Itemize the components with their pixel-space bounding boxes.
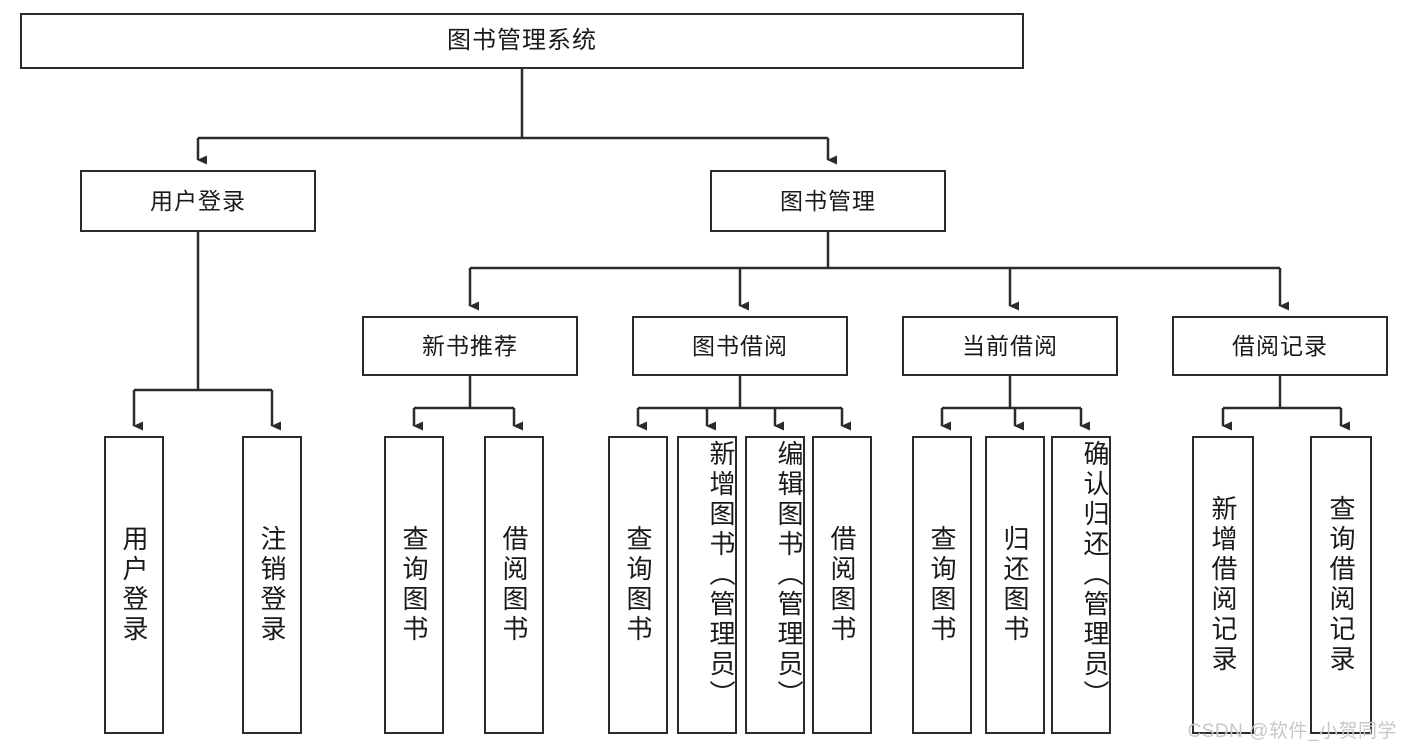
node-label: 注销登录 [257, 525, 288, 645]
node-borrow-record[interactable]: 借阅记录 [1172, 316, 1388, 376]
node-label: 新书推荐 [422, 332, 518, 359]
node-label: 借阅图书 [499, 525, 530, 645]
node-leaf-bb-borrow[interactable]: 借阅图书 [812, 436, 872, 734]
node-leaf-rec-borrow[interactable]: 借阅图书 [484, 436, 544, 734]
node-label: 用户登录 [150, 187, 246, 214]
node-leaf-rec-query[interactable]: 查询图书 [384, 436, 444, 734]
node-current-borrow[interactable]: 当前借阅 [902, 316, 1118, 376]
node-leaf-user-logout[interactable]: 注销登录 [242, 436, 302, 734]
node-label: 用户登录 [119, 525, 150, 645]
watermark: CSDN @软件_小贺同学 [1187, 721, 1397, 742]
node-book-borrow[interactable]: 图书借阅 [632, 316, 848, 376]
node-label: 图书借阅 [692, 332, 788, 359]
node-leaf-cb-return[interactable]: 归还图书 [985, 436, 1045, 734]
node-leaf-br-query[interactable]: 查询借阅记录 [1310, 436, 1372, 734]
node-label: 查询图书 [623, 525, 654, 645]
node-label: 图书管理系统 [447, 27, 597, 55]
node-label: 借阅图书 [827, 525, 858, 645]
node-root[interactable]: 图书管理系统 [20, 13, 1024, 69]
node-label: 查询借阅记录 [1326, 495, 1357, 675]
node-label: 查询图书 [927, 525, 958, 645]
node-label: 当前借阅 [962, 332, 1058, 359]
node-label: 确认归还（管理员） [1080, 440, 1110, 710]
node-label: 新增图书（管理员） [706, 440, 736, 710]
node-leaf-br-add[interactable]: 新增借阅记录 [1192, 436, 1254, 734]
node-leaf-user-login[interactable]: 用户登录 [104, 436, 164, 734]
node-leaf-bb-query[interactable]: 查询图书 [608, 436, 668, 734]
node-label: 借阅记录 [1232, 332, 1328, 359]
node-new-book-rec[interactable]: 新书推荐 [362, 316, 578, 376]
node-leaf-cb-query[interactable]: 查询图书 [912, 436, 972, 734]
node-leaf-cb-confirm[interactable]: 确认归还（管理员） [1051, 436, 1111, 734]
node-leaf-bb-edit[interactable]: 编辑图书（管理员） [745, 436, 805, 734]
node-label: 查询图书 [399, 525, 430, 645]
node-label: 编辑图书（管理员） [774, 440, 804, 710]
node-label: 图书管理 [780, 187, 876, 214]
node-user-login[interactable]: 用户登录 [80, 170, 316, 232]
node-book-manage[interactable]: 图书管理 [710, 170, 946, 232]
edge-group [132, 69, 1350, 431]
node-leaf-bb-add[interactable]: 新增图书（管理员） [677, 436, 737, 734]
node-label: 新增借阅记录 [1208, 495, 1239, 675]
node-label: 归还图书 [1000, 525, 1031, 645]
